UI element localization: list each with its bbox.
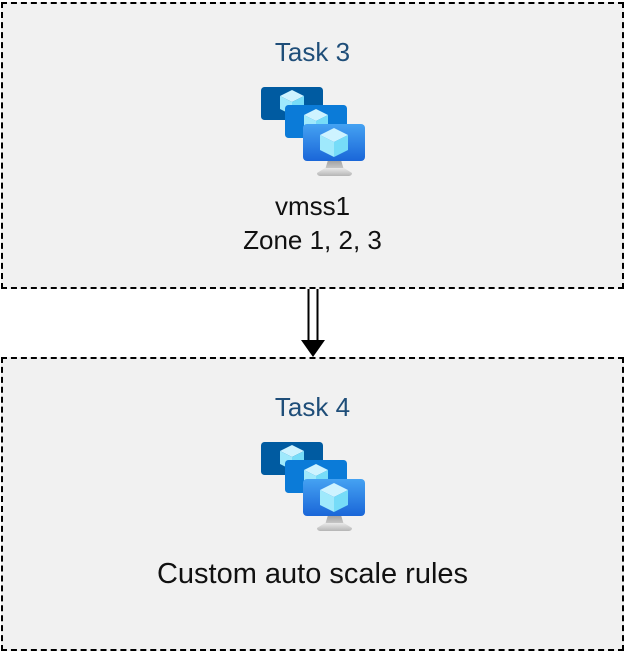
vm-scale-sets-icon [261, 442, 365, 532]
task3-caption-vmss-name: vmss1 [274, 190, 351, 221]
vm-scale-sets-icon [261, 87, 365, 177]
task3-title: Task 3 [274, 37, 351, 67]
task4-caption-autoscale: Custom auto scale rules [156, 557, 469, 590]
task3-box: Task 3 vmss1 Zone 1, 2, 3 [1, 2, 624, 289]
task3-caption-zones: Zone 1, 2, 3 [243, 224, 382, 255]
down-arrow-connector [301, 289, 325, 357]
arrow-head [301, 340, 325, 357]
task4-box: Task 4 Custom auto scale rules [1, 357, 624, 651]
task4-title: Task 4 [274, 392, 351, 422]
